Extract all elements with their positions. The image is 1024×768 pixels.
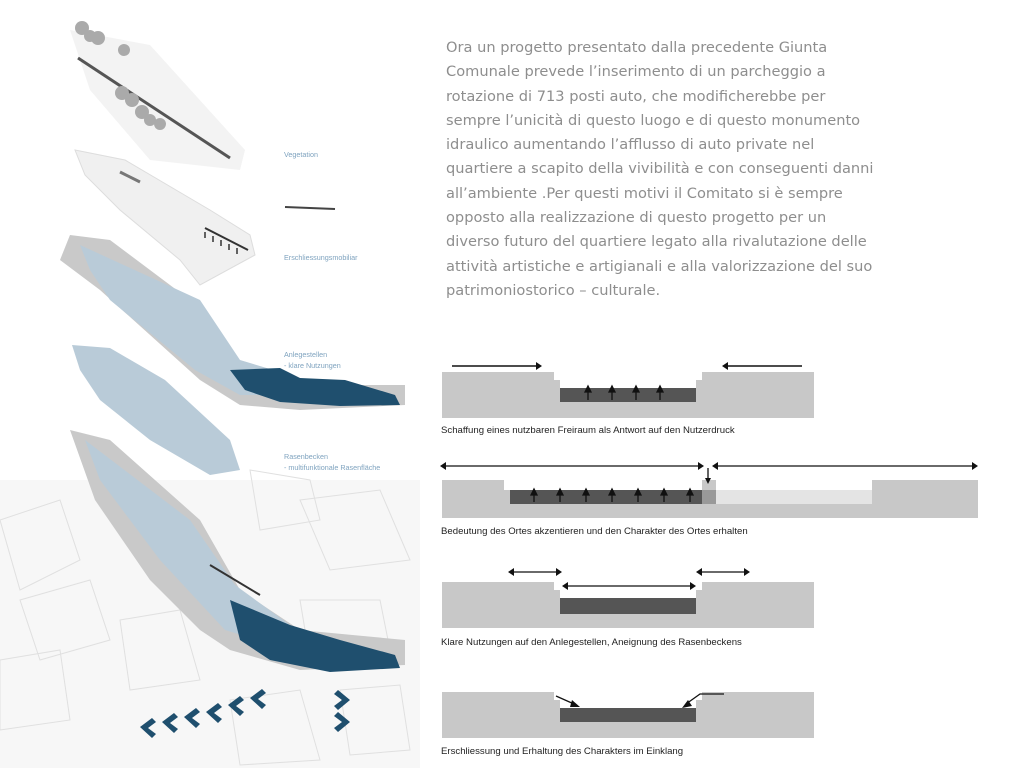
layer-ground-plan (0, 430, 420, 768)
section-caption-1: Schaffung eines nutzbaren Freiraum als A… (441, 425, 735, 436)
section-diagram-4 (438, 688, 988, 744)
axonometric-diagram: Vegetation Erschliessungsmobiliar Anlege… (0, 21, 420, 768)
section-caption-3: Klare Nutzungen auf den Anlegestellen, A… (441, 637, 742, 648)
layer-landing-stages (60, 235, 405, 475)
intro-paragraph: Ora un progetto presentato dalla precede… (446, 39, 874, 299)
layer-furniture (74, 149, 336, 286)
section-caption-4: Erschliessung und Erhaltung des Charakte… (441, 746, 684, 757)
layer-label-1: Vegetation (284, 150, 318, 159)
section-diagram-1 (438, 358, 988, 420)
layer-label-4: Rasenbecken (284, 452, 328, 461)
chevron-arrow-icon (140, 689, 350, 738)
layer-label-3-sub: - klare Nutzungen (284, 361, 341, 370)
tree-icon (75, 21, 166, 130)
layer-label-3: Anlegestellen (284, 350, 327, 359)
layer-vegetation (70, 21, 245, 170)
section-caption-2: Bedeutung des Ortes akzentieren und den … (441, 526, 748, 537)
section-diagram-3 (438, 562, 988, 632)
layer-label-4-sub: - multifunktionale Rasenfläche (284, 463, 380, 472)
layer-label-2: Erschliessungsmobiliar (284, 253, 358, 262)
section-diagram-2 (438, 456, 988, 520)
